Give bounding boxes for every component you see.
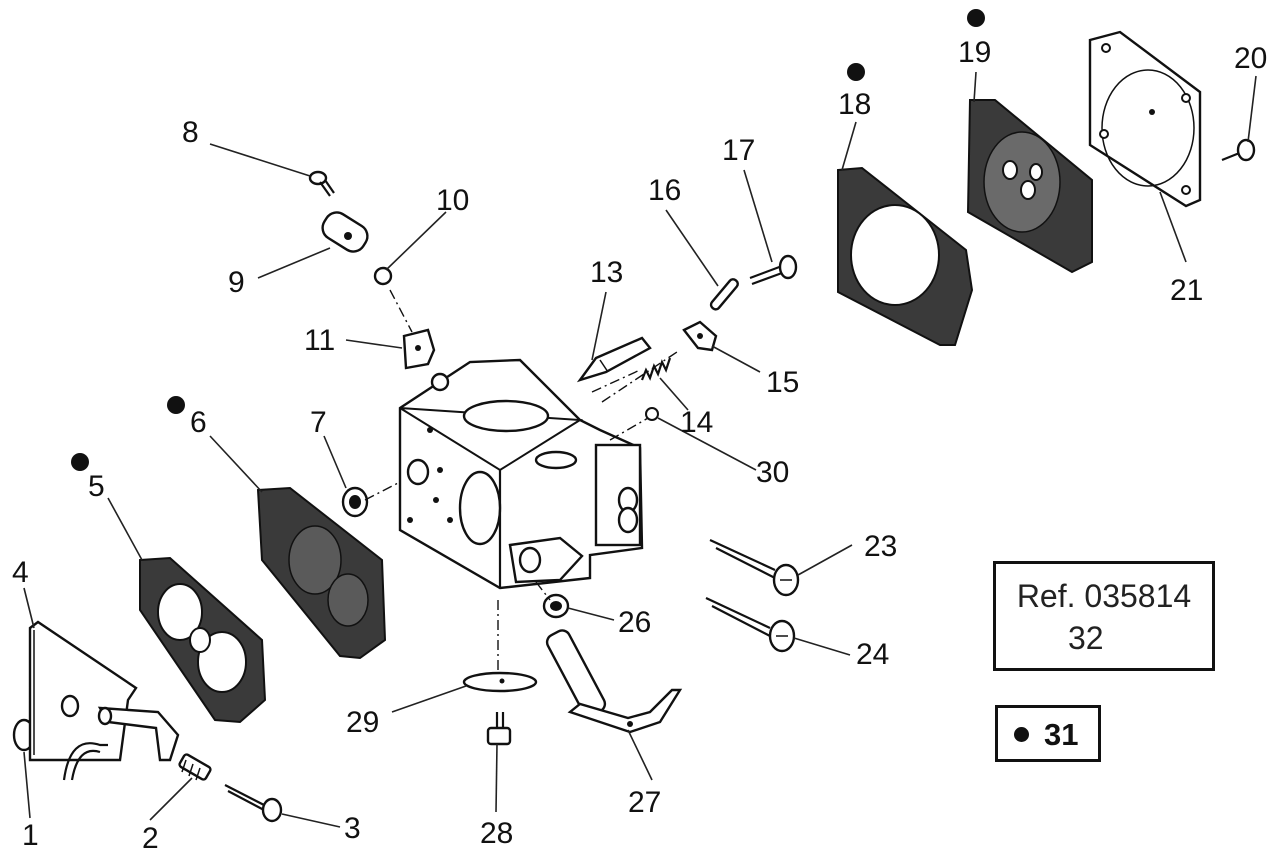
bullet-icon <box>1014 727 1029 742</box>
label-part-17: 17 <box>722 134 755 167</box>
part-23-adjusting-screw <box>709 539 800 597</box>
part-19-metering-diaphragm <box>966 99 1093 274</box>
label-part-2: 2 <box>142 822 159 855</box>
part-7-nut <box>341 486 369 518</box>
label-part-24: 24 <box>856 638 889 671</box>
part-16-pin <box>709 278 739 311</box>
part-15-metering-lever <box>682 320 718 352</box>
marker-dot-18 <box>847 63 865 81</box>
marker-dot-6 <box>167 396 185 414</box>
label-part-13: 13 <box>590 256 623 289</box>
part-labels: 1 2 3 4 5 6 7 8 9 10 11 13 14 15 16 17 1… <box>12 36 1267 855</box>
legend-box: 31 <box>995 705 1101 762</box>
part-27-shaft-lever <box>545 629 683 734</box>
marker-dot-5 <box>71 453 89 471</box>
leader-lines <box>23 71 1257 828</box>
label-part-28: 28 <box>480 817 513 850</box>
label-part-5: 5 <box>88 470 105 503</box>
marker-dots <box>71 9 985 471</box>
label-part-15: 15 <box>766 366 799 399</box>
label-part-9: 9 <box>228 266 245 299</box>
part-26-spring <box>542 593 570 619</box>
part-20-screw <box>1221 138 1256 162</box>
part-4-cover-plate <box>28 620 180 781</box>
part-18-metering-gasket <box>837 166 974 346</box>
part-2-spring <box>178 753 212 781</box>
label-part-6: 6 <box>190 406 207 439</box>
label-part-19: 19 <box>958 36 991 69</box>
label-part-20: 20 <box>1234 42 1267 75</box>
part-8-screw <box>308 170 335 197</box>
carburetor-body <box>398 358 644 590</box>
reference-part-number: 32 <box>1068 620 1104 656</box>
part-6-pump-diaphragm <box>256 486 387 660</box>
part-14-spring <box>640 357 672 381</box>
part-9-lever <box>321 211 369 253</box>
part-5-pump-gasket <box>139 556 267 724</box>
reference-box: Ref. 035814 32 <box>993 561 1215 671</box>
label-part-27: 27 <box>628 786 661 819</box>
part-17-screw <box>749 254 798 286</box>
label-part-14: 14 <box>680 406 713 439</box>
label-part-3: 3 <box>344 812 361 845</box>
label-part-21: 21 <box>1170 274 1203 307</box>
label-part-30: 30 <box>756 456 789 489</box>
label-part-29: 29 <box>346 706 379 739</box>
label-part-4: 4 <box>12 556 29 589</box>
part-11-bracket <box>402 328 436 370</box>
label-part-18: 18 <box>838 88 871 121</box>
legend-kit-number: 31 <box>1044 717 1079 752</box>
marker-dot-19 <box>967 9 985 27</box>
part-24-adjusting-screw <box>705 597 796 653</box>
label-part-16: 16 <box>648 174 681 207</box>
part-10-pin <box>373 266 393 286</box>
part-29-throttle-plate <box>462 671 538 693</box>
part-21-metering-cover <box>1088 30 1202 208</box>
label-part-7: 7 <box>310 406 327 439</box>
label-part-8: 8 <box>182 116 199 149</box>
label-part-1: 1 <box>22 819 39 852</box>
part-28-screw <box>486 712 512 746</box>
assembly-lines <box>364 289 681 674</box>
part-30-ball <box>645 407 659 421</box>
label-part-26: 26 <box>618 606 651 639</box>
label-part-23: 23 <box>864 530 897 563</box>
label-part-11: 11 <box>304 324 335 357</box>
part-3-needle-screw <box>224 784 283 823</box>
part-13-inlet-needle <box>576 336 652 383</box>
reference-number: Ref. 035814 <box>1016 578 1192 614</box>
label-part-10: 10 <box>436 184 469 217</box>
